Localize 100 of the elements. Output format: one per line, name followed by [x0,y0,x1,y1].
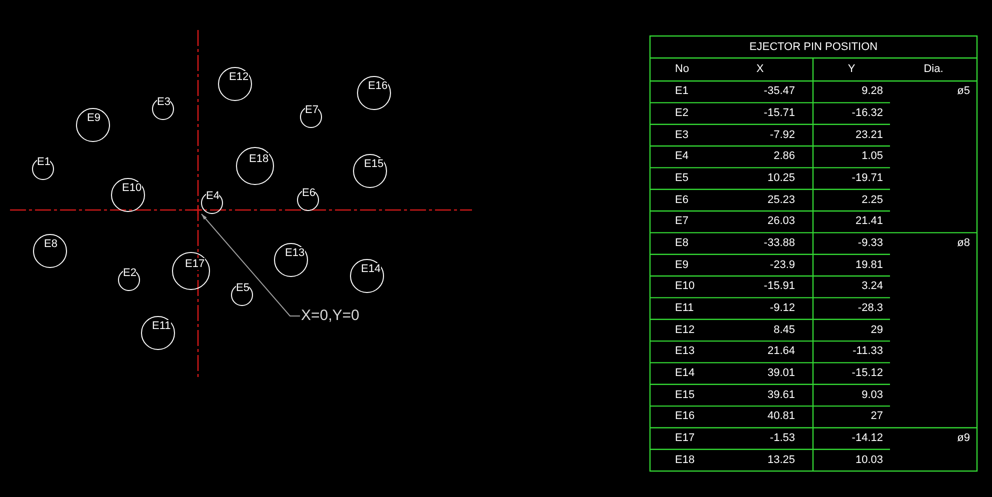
pin-label: E8 [44,238,58,250]
ejector-pin-circle [201,192,223,214]
pin-number: E4 [675,150,690,164]
x-coordinate: -35.47 [762,85,795,98]
ejector-pin-circle [33,234,67,268]
pin-label: E1 [37,156,50,168]
ejector-pin-circle [118,269,140,291]
pin-label: E15 [364,158,384,170]
ejector-pin-circle [300,106,322,128]
leader-line [200,214,300,316]
pin-number: E7 [675,215,690,228]
ejector-pin-circle [141,316,175,350]
y-coordinate: 23.21 [854,128,883,142]
pin-label: E16 [368,80,388,92]
x-coordinate: 8.45 [772,324,795,337]
pin-number: E17 [675,432,696,446]
pin-label: E6 [302,187,316,199]
y-coordinate: -14.12 [850,432,883,446]
y-coordinate: 1.05 [860,150,883,164]
y-coordinate: 3.24 [860,280,883,294]
y-coordinate: 10.03 [854,454,883,467]
y-coordinate: -9.33 [856,237,883,250]
pin-number: E15 [675,388,696,402]
y-coordinate: 21.41 [854,215,883,228]
pin-number: E1 [675,85,690,98]
pin-label: E12 [229,71,249,83]
x-coordinate: 2.86 [772,150,795,164]
x-coordinate: -1.53 [768,432,795,446]
ejector-pin-circle [32,158,54,180]
ejector-pin-circle [236,147,274,185]
origin-point [194,206,202,214]
y-coordinate: 2.25 [860,194,883,207]
pin-number: E3 [675,128,690,142]
pin-label: E9 [87,112,100,124]
x-coordinate: 25.23 [766,194,795,207]
pin-label: E13 [285,247,305,259]
ejector-pin-circle [172,252,210,290]
ejector-pin-circle [297,189,319,211]
pin-number: E12 [675,324,696,337]
pin-label: E10 [122,182,142,194]
pin-number: E8 [675,237,690,250]
pin-number: E10 [675,280,696,294]
y-coordinate: -11.33 [852,345,883,358]
pin-number: E5 [675,172,690,185]
y-coordinate: 19.81 [854,258,883,272]
pin-number: E11 [675,302,695,316]
diameter-value: ø5 [956,85,970,98]
x-coordinate: 39.61 [766,388,795,402]
pin-number: E13 [675,345,696,358]
y-coordinate: -16.32 [850,107,883,120]
diameter-value: ø8 [956,237,970,250]
ejector-pin-circle [218,67,252,101]
x-coordinate: -23.9 [768,258,795,272]
ejector-pin-circle [357,76,391,110]
x-coordinate: 13.25 [766,454,795,467]
x-coordinate: -33.88 [762,237,795,250]
y-coordinate: 29 [870,324,883,337]
ejector-pin-circle [76,108,110,142]
pin-label: E4 [206,190,220,202]
column-header: No [675,63,690,76]
origin-note: X=0,Y=0 [301,307,360,325]
pin-number: E14 [675,367,696,380]
x-coordinate: 26.03 [766,215,795,228]
pin-label: E14 [361,263,381,275]
x-coordinate: -7.92 [768,128,795,142]
column-header: Y [846,63,856,76]
pin-label: E17 [185,258,205,270]
ejector-pin-circle [350,259,384,293]
pin-number: E16 [675,410,696,424]
x-coordinate: 39.01 [766,367,795,380]
y-coordinate: 9.28 [860,85,883,98]
x-coordinate: -15.71 [762,107,795,120]
column-header: Dia. [922,63,944,76]
pin-number: E6 [675,194,690,207]
y-coordinate: 9.03 [860,388,883,402]
pin-label: E3 [157,96,170,108]
pin-label: E5 [236,282,250,294]
y-coordinate: -28.3 [856,302,883,316]
x-coordinate: 21.64 [766,345,795,358]
pin-label: E11 [152,320,171,332]
x-coordinate: 10.25 [766,172,795,185]
diameter-value: ø9 [956,432,970,446]
y-coordinate: 27 [870,410,883,424]
y-coordinate: -15.12 [850,367,883,380]
ejector-pin-circle [274,243,308,277]
pin-number: E2 [675,107,690,120]
ejector-pin-circle [353,154,387,188]
column-header: X [755,63,765,76]
ejector-pin-circle [152,98,174,120]
x-coordinate: -9.12 [768,302,795,316]
ejector-pin-circle [111,178,145,212]
pin-label: E7 [305,104,318,116]
table-title: EJECTOR PIN POSITION [748,40,879,54]
x-coordinate: -15.91 [762,280,795,294]
pin-label: E18 [249,153,269,165]
y-coordinate: -19.71 [850,172,883,185]
pin-label: E2 [123,267,136,279]
ejector-pin-circle [231,284,253,306]
pin-number: E9 [675,258,690,272]
pin-number: E18 [675,454,696,467]
